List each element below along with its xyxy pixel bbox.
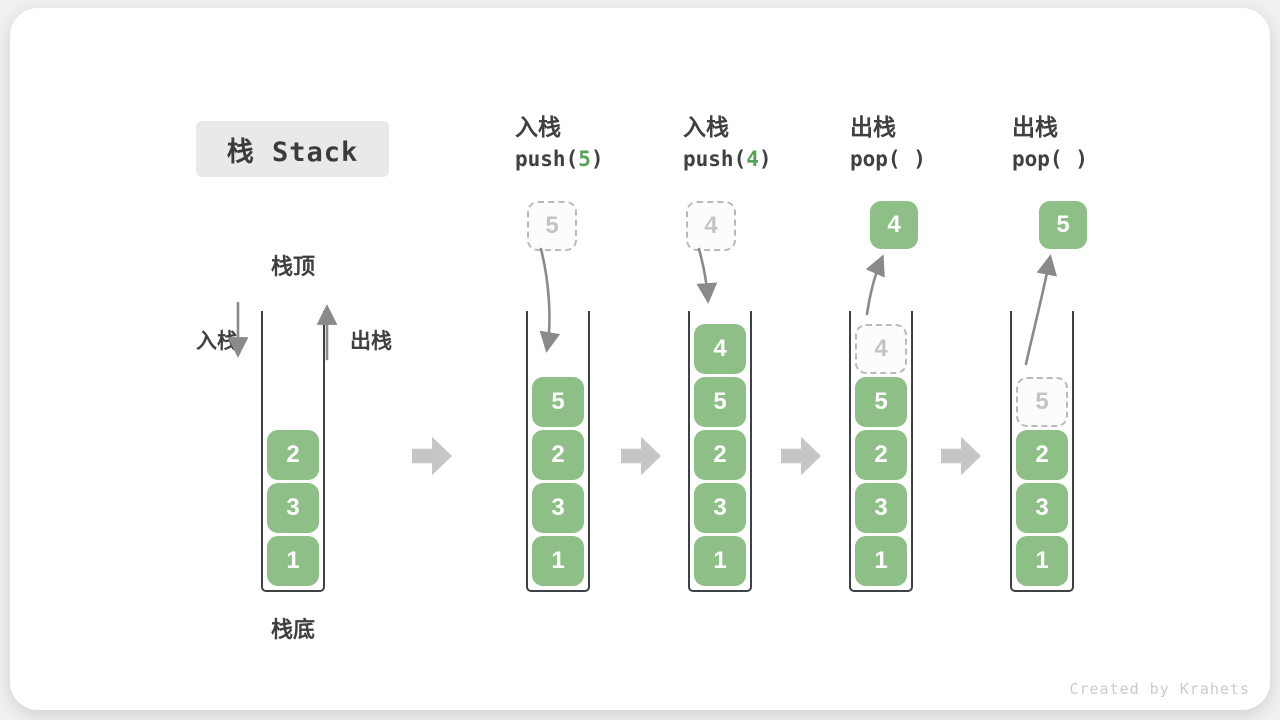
diagram-card: 栈 Stack 入栈 push(5) 入栈 push(4) 出栈 pop() 出栈 pop()… (10, 8, 1270, 710)
stack-cell: 1 (532, 536, 584, 586)
pop-side-label: 出栈 (350, 330, 392, 353)
stack-cell: 1 (694, 536, 746, 586)
stack-cell: 3 (532, 483, 584, 533)
watermark: Created by Krahets (1069, 680, 1250, 698)
stack-cell: 3 (694, 483, 746, 533)
operation-arg: 4 (746, 147, 759, 171)
stack-cell: 2 (1016, 430, 1068, 480)
stack-cell: 2 (532, 430, 584, 480)
popped-ghost-cell: 5 (1016, 377, 1068, 427)
next-step-arrow-icon (941, 436, 981, 476)
stack-cell: 2 (267, 430, 319, 480)
stack-top-label: 栈顶 (270, 254, 315, 279)
stack-cell: 1 (1016, 536, 1068, 586)
popped-value-box: 4 (870, 201, 918, 249)
stack-cell: 4 (694, 324, 746, 374)
operation-label: 出栈 pop() (850, 111, 1020, 176)
stack-cell: 2 (855, 430, 907, 480)
operation-code-label: push(4) (683, 147, 772, 171)
stack-cell: 3 (855, 483, 907, 533)
operation-label: 入栈 push(4) (683, 111, 853, 176)
operation-label: 入栈 push(5) (515, 111, 685, 176)
stack-bottom-label: 栈底 (270, 617, 315, 642)
stack-cell: 5 (532, 377, 584, 427)
push4-arrow-icon (696, 247, 718, 304)
stack-cell: 3 (267, 483, 319, 533)
push-side-label: 入栈 (196, 330, 238, 353)
pop4-arrow-icon (865, 254, 885, 316)
popped-ghost-cell: 4 (855, 324, 907, 374)
stack-cell: 2 (694, 430, 746, 480)
operation-code-label: pop() (850, 147, 926, 171)
operation-code-label: push(5) (515, 147, 604, 171)
next-step-arrow-icon (621, 436, 661, 476)
title-badge: 栈 Stack (196, 121, 389, 177)
incoming-value-box: 4 (686, 201, 736, 251)
stack-cell: 5 (855, 377, 907, 427)
next-step-arrow-icon (412, 436, 452, 476)
operation-arg (901, 147, 914, 171)
operation-cjk-label: 出栈 (1012, 114, 1058, 140)
operation-cjk-label: 入栈 (515, 114, 561, 140)
operation-cjk-label: 出栈 (850, 114, 896, 140)
operation-arg (1063, 147, 1076, 171)
operation-label: 出栈 pop() (1012, 111, 1182, 176)
next-step-arrow-icon (781, 436, 821, 476)
operation-code-label: pop() (1012, 147, 1088, 171)
operation-cjk-label: 入栈 (683, 114, 729, 140)
stack-cell: 1 (267, 536, 319, 586)
popped-value-box: 5 (1039, 201, 1087, 249)
stack-cell: 5 (694, 377, 746, 427)
title-text: 栈 Stack (226, 136, 359, 168)
stack-cell: 1 (855, 536, 907, 586)
stack-cell: 3 (1016, 483, 1068, 533)
incoming-value-box: 5 (527, 201, 577, 251)
operation-arg: 5 (578, 147, 591, 171)
